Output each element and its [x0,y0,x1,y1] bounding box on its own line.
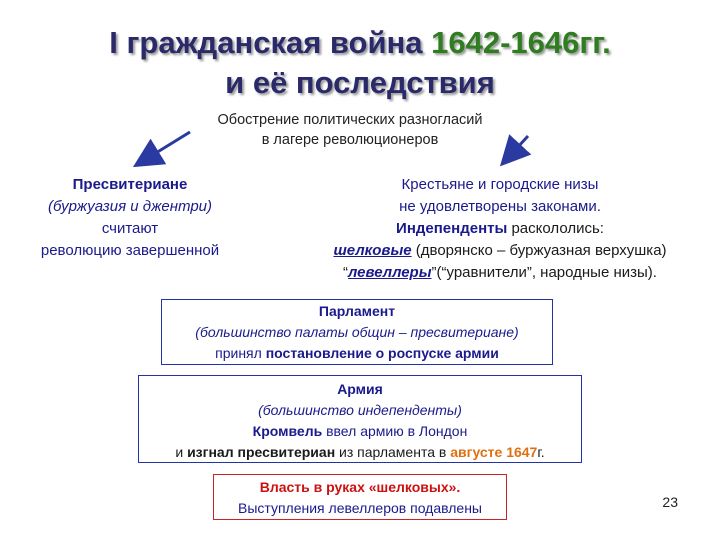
slide-title-line2: и её последствия [225,65,495,100]
levellers-term: левеллеры [348,264,432,281]
independents-split-line: Индепенденты раскололись: [280,218,720,240]
expulsion-bold: изгнал пресвитериан [187,444,336,460]
title-years: 1642-1646гг. [431,25,611,60]
army-composition: (большинство индепенденты) [258,402,462,418]
cromwell-name: Кромвель [252,423,323,439]
levellers-open-quote: “ [343,264,349,281]
power-box: Власть в руках «шелковых». Выступления л… [213,474,507,520]
title-text: I гражданская война [109,25,432,60]
presbyterians-verb: считают [101,220,159,237]
cromwell-action: ввел армию в Лондон [322,423,468,439]
power-line1: Власть в руках «шелковых». [259,479,461,495]
army-heading: Армия [337,381,383,397]
parliament-composition: (большинство палаты общин – пресвитериан… [195,324,519,340]
parliament-decision: принял постановление о роспуске армии [162,343,552,364]
split-text: раскололись: [507,220,604,237]
expulsion-line: и изгнал пресвитериан из парламента в ав… [139,442,581,463]
presbyterians-composition: (буржуазия и джентри) [48,198,212,215]
parliament-box: Парламент (большинство палаты общин – пр… [161,299,553,365]
expulsion-prefix: и [175,444,188,460]
power-line2: Выступления левеллеров подавлены [238,500,482,516]
subtitle-line2: в лагере революционеров [261,132,439,148]
silk-line: шелковые (дворянско – буржуазная верхушк… [280,240,720,262]
parliament-heading: Парламент [318,303,396,319]
peasants-line: Крестьяне и городские низы [401,176,599,193]
decision-prefix: принял [215,345,266,361]
levellers-desc: ”(“уравнители”, народные низы). [431,264,657,281]
slide-title-line1: I гражданская война 1642-1646гг. [0,24,720,62]
decision-bold: постановление о роспуске армии [265,345,499,361]
independents-block: Крестьяне и городские низы не удовлетвор… [280,174,720,284]
subtitle-line1: Обострение политических разногласий [217,112,483,128]
silk-term: шелковые [333,242,412,259]
expulsion-suffix: г. [537,444,545,460]
not-satisfied-line: не удовлетворены законами. [399,198,601,215]
presbyterians-block: Пресвитериане (буржуазия и джентри) счит… [10,174,250,262]
slide-number: 23 [662,494,678,510]
arrow-right [499,134,532,167]
expulsion-mid: из парламента в [335,444,451,460]
levellers-line: “левеллеры”(“уравнители”, народные низы)… [280,262,720,284]
army-box: Армия (большинство индепенденты) Кромвел… [138,375,582,463]
independents-term: Индепенденты [396,220,508,237]
cromwell-line: Кромвель ввел армию в Лондон [139,421,581,442]
subtitle: Обострение политических разногласий в ла… [150,110,550,150]
arrow-left [132,130,191,168]
silk-desc: (дворянско – буржуазная верхушка) [411,242,667,259]
presbyterians-view: революцию завершенной [40,242,220,259]
presbyterians-heading: Пресвитериане [72,176,188,193]
expulsion-date: августе 1647 [450,444,538,460]
